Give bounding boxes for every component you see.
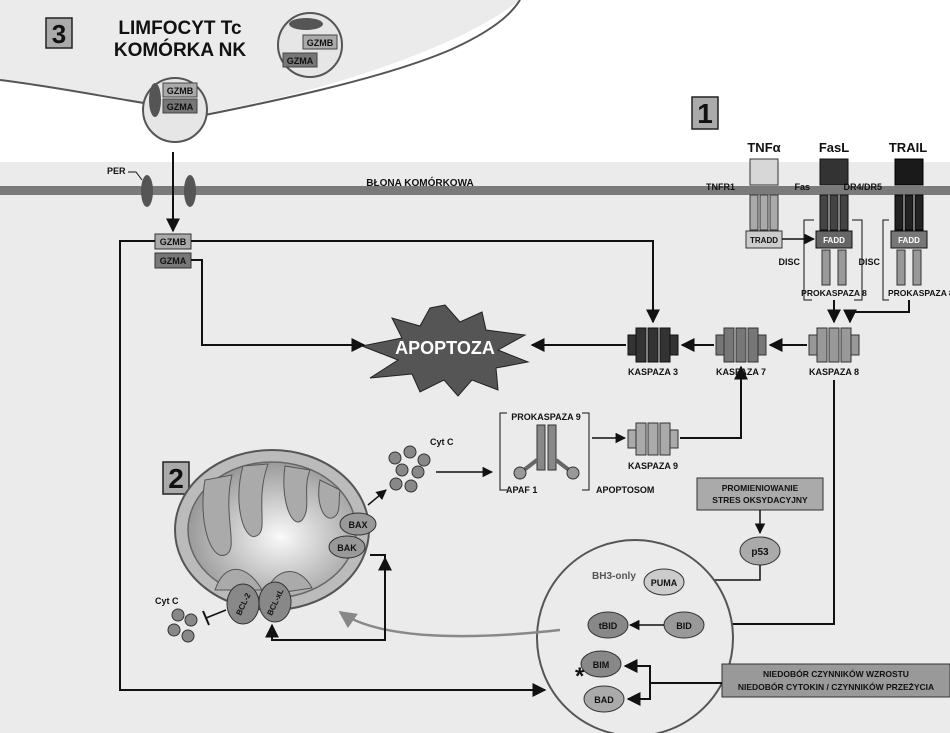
cytc-label-top: Cyt C — [430, 437, 454, 447]
growth-line1: NIEDOBÓR CZYNNIKÓW WZROSTU — [763, 668, 909, 679]
tradd-label: TRADD — [750, 236, 778, 245]
receptor-fas — [816, 159, 852, 248]
dr45-label: DR4/DR5 — [843, 182, 882, 192]
cell-title-line2: KOMÓRKA NK — [114, 39, 247, 61]
tbid-label: tBID — [599, 621, 618, 631]
apaf1-label: APAF 1 — [506, 485, 537, 495]
membrane-label: BŁONA KOMÓRKOWA — [366, 176, 473, 189]
section-3-number: 3 — [52, 19, 66, 49]
apoptosom-label: APOPTOSOM — [596, 485, 654, 495]
perforin-label: PER — [107, 166, 126, 176]
receptor-tnfr1 — [746, 159, 782, 248]
perforin-in-vesicle — [149, 83, 161, 117]
fadd2-label: FADD — [898, 236, 920, 245]
stress-line2: STRES OKSYDACYJNY — [712, 495, 808, 505]
target-cell-cytoplasm — [0, 162, 950, 733]
perforin-pore-left — [141, 175, 153, 207]
bid-label: BID — [676, 621, 692, 631]
kaspaza9-label: KASPAZA 9 — [628, 461, 678, 471]
ligand-trail: TRAIL — [889, 140, 927, 155]
ligand-fasl: FasL — [819, 140, 849, 155]
perforin-in-vesicle-2 — [289, 18, 323, 30]
fadd-label: FADD — [823, 236, 845, 245]
disc-label-2: DISC — [858, 257, 880, 267]
disc-label-1: DISC — [778, 257, 800, 267]
apoptosis-label: APOPTOZA — [395, 338, 495, 358]
vesicle-gzmb-label: GZMB — [167, 86, 194, 96]
kaspaza-9 — [628, 423, 678, 455]
bak-label: BAK — [337, 543, 357, 553]
puma-label: PUMA — [651, 578, 678, 588]
section-2-number: 2 — [168, 463, 184, 494]
kaspaza-8 — [809, 328, 859, 362]
prokaspaza9-label: PROKASPAZA 9 — [511, 412, 581, 422]
section-1-number: 1 — [697, 98, 713, 129]
gzmb-label: GZMB — [160, 237, 187, 247]
bh3-title: BH3-only — [592, 571, 636, 582]
cell-title-line1: LIMFOCYT Tc — [118, 18, 242, 39]
vesicle2-gzmb-label: GZMB — [307, 38, 334, 48]
bh3-only-region — [537, 540, 733, 733]
asterisk-mark: * — [575, 663, 585, 690]
bim-label: BIM — [593, 660, 610, 670]
kaspaza-7 — [716, 328, 766, 362]
growth-line2: NIEDOBÓR CYTOKIN / CZYNNIKÓW PRZEŻYCIA — [738, 681, 934, 692]
p53-label: p53 — [751, 547, 769, 558]
stress-line1: PROMIENIOWANIE — [722, 483, 799, 493]
prokaspaza8-label: PROKASPAZA 8 — [801, 288, 867, 298]
kaspaza3-label: KASPAZA 3 — [628, 367, 678, 377]
bax-label: BAX — [348, 520, 367, 530]
vesicle-gzma-label: GZMA — [167, 102, 194, 112]
tnfr1-label: TNFR1 — [706, 182, 735, 192]
kaspaza8-label: KASPAZA 8 — [809, 367, 859, 377]
prokaspaza8b-label: PROKASPAZA 8 — [888, 288, 950, 298]
fas-label: Fas — [794, 182, 810, 192]
cytc-label-bottom: Cyt C — [155, 596, 179, 606]
kaspaza-3 — [628, 328, 678, 362]
ligand-tnfa: TNFα — [747, 140, 780, 155]
bad-label: BAD — [594, 695, 614, 705]
gzma-label: GZMA — [160, 256, 187, 266]
perforin-pore-right — [184, 175, 196, 207]
receptor-dr4-dr5 — [891, 159, 927, 248]
vesicle2-gzma-label: GZMA — [287, 56, 314, 66]
